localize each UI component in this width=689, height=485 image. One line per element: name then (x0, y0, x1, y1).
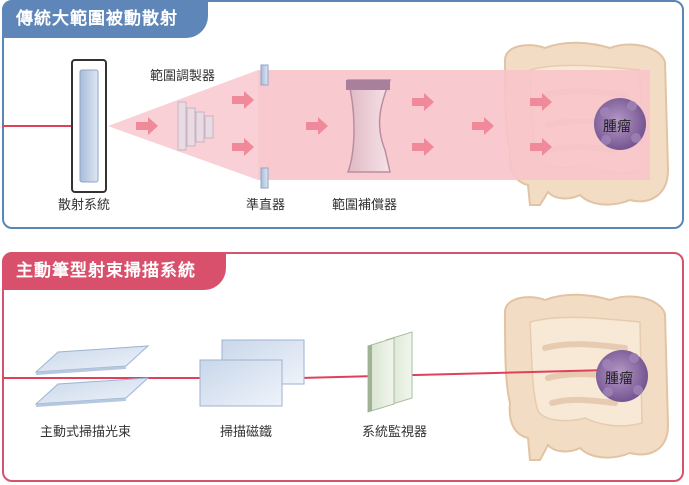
deflected-beam (299, 369, 609, 379)
monitor-system (367, 331, 413, 413)
collimator (260, 64, 269, 189)
scatter-system (71, 59, 107, 193)
label-pencil-beam: 主動式掃描光束 (40, 425, 132, 440)
label-monitor-system: 系統監視器 (362, 425, 428, 440)
label-range-compensator: 範圍補償器 (332, 198, 398, 213)
label-range-modulator: 範圍調製器 (150, 69, 216, 84)
scanning-magnets (199, 339, 305, 407)
tumor-top (594, 98, 646, 150)
label-scatter-system: 散射系統 (58, 198, 111, 213)
pencil-beam-title: 主動筆型射束掃描系統 (2, 252, 226, 290)
label-tumor-top: 腫瘤 (603, 119, 631, 135)
pencil-beam-plates (34, 345, 150, 407)
beam-direction-arrows (136, 91, 552, 156)
tumor-bottom (596, 350, 648, 402)
range-compensator (346, 79, 392, 173)
label-scanning-magnet: 掃描磁鐵 (220, 425, 273, 440)
label-collimator: 準直器 (246, 198, 286, 213)
passive-scattering-title: 傳統大範圍被動散射 (2, 0, 208, 38)
label-tumor-bottom: 腫瘤 (605, 371, 633, 387)
range-modulator (177, 101, 214, 151)
